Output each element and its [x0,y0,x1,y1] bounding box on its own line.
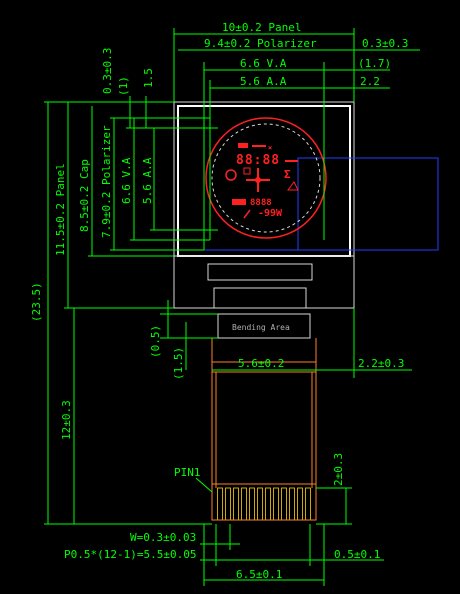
polarizer-offset-label: 0.3±0.3 [362,37,408,50]
aa-offset-label: 2.2 [360,75,380,88]
svg-text:Σ: Σ [284,168,291,181]
connector-pin [217,487,223,521]
bend-gap-b-label: (1.5) [172,347,185,380]
cap-height-label: 8.5±0.2 Cap [78,159,91,232]
pin-margin-label: 0.5±0.1 [334,548,380,561]
aa-height-label: 5.6 A.A [141,157,154,204]
total-height-label: (23.5) [30,282,43,322]
top-offset-c-label: 1.5 [142,68,155,88]
active-area [205,117,327,239]
va-offset-label: (1.7) [358,57,391,70]
connector-pins [211,483,317,521]
panel-height-label: 11.5±0.2 Panel [54,163,67,256]
pin1-label: PIN1 [174,466,201,479]
fpc-length-label: 12±0.3 [60,400,73,440]
dimension-lines [44,28,420,586]
pin-width-label: W=0.3±0.03 [130,531,196,544]
connector-pin [249,487,255,521]
display-line-2: 8888 [250,198,272,208]
connector-pin [265,487,271,521]
connector-pin [281,487,287,521]
polarizer-width-label: 9.4±0.2 Polarizer [204,37,317,50]
top-offset-a-label: 0.3±0.3 [101,48,114,94]
bend-block [173,255,355,309]
connector-width-label: 6.5±0.1 [236,568,282,581]
fpc-width-label: 5.6±0.2 [238,357,284,370]
connector-pin [273,487,279,521]
bending-area-label: Bending Area [232,323,290,332]
side-fpc-tab [204,157,439,251]
bend-gap-a-label: (0.5) [149,325,162,358]
connector-pin [257,487,263,521]
connector-pin [225,487,231,521]
fpc-offset-label: 2.2±0.3 [358,357,404,370]
pin-length-label: 2±0.3 [332,453,345,486]
segment-display: × 88:88 Σ 8888 -99W [225,143,299,219]
display-line-3: -99W [258,208,283,219]
panel-width-label: 10±0.2 Panel [222,21,301,34]
va-width-label: 6.6 V.A [240,57,287,70]
polarizer-height-label: 7.9±0.2 Polarizer [100,125,113,238]
connector-pin [233,487,239,521]
pin-pitch-label: P0.5*(12-1)=5.5±0.05 [64,548,196,561]
va-height-label: 6.6 V.A [120,157,133,204]
svg-text:×: × [268,144,272,152]
top-offset-b-label: (1) [117,76,130,96]
connector-outline [211,483,317,521]
aa-width-label: 5.6 A.A [240,75,287,88]
connector-pin [305,487,311,521]
connector-pin [289,487,295,521]
connector-pin [241,487,247,521]
connector-pin [297,487,303,521]
display-line-1: 88:88 [236,153,280,168]
bending-area: Bending Area [217,313,311,339]
